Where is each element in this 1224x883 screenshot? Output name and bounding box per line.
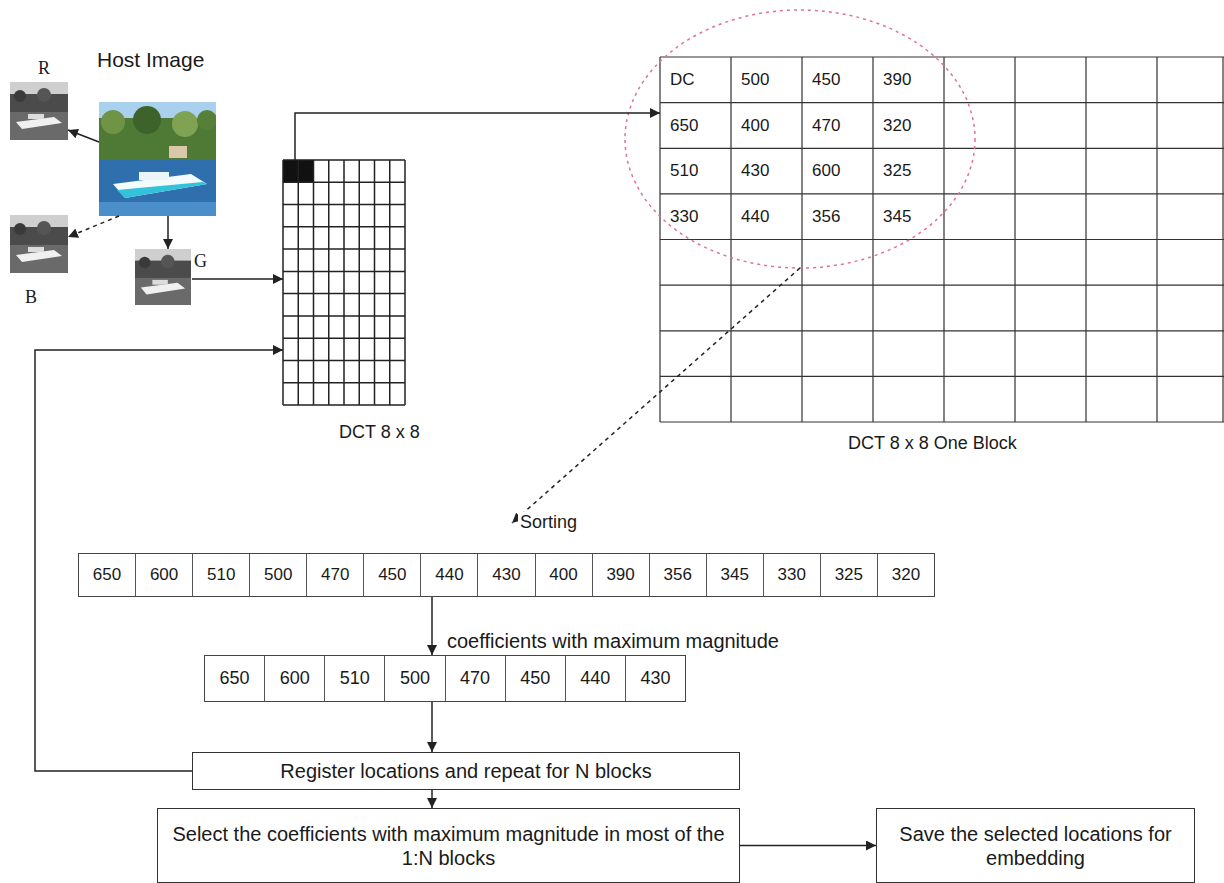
table-cell: 325 — [883, 148, 911, 194]
r-channel-photo — [10, 82, 68, 140]
connector — [68, 216, 119, 237]
process-box: Select the coefficients with maximum mag… — [157, 808, 740, 883]
table-cell: 330 — [670, 194, 698, 240]
value-cell: 330 — [763, 554, 820, 596]
value-cell: 440 — [565, 656, 625, 701]
value-cell: 650 — [79, 554, 135, 596]
node-label: G — [194, 250, 207, 272]
table-cell: 440 — [741, 194, 769, 240]
value-cell: 440 — [420, 554, 477, 596]
dct-block-table: DCT 8 x 8 One Block — [660, 57, 1224, 422]
value-cell: 325 — [820, 554, 877, 596]
table-cell: 450 — [812, 57, 840, 103]
channel-image: G — [134, 249, 192, 305]
table-cell: 500 — [741, 57, 769, 103]
node-label: B — [25, 286, 37, 308]
node-label: DCT 8 x 8 — [339, 421, 420, 443]
connector — [431, 597, 433, 655]
table-cell: 345 — [883, 194, 911, 240]
connector — [167, 216, 169, 249]
value-cell: 450 — [505, 656, 565, 701]
box-label: Register locations and repeat for N bloc… — [280, 759, 651, 783]
g-channel-photo — [135, 249, 191, 305]
edge-label: coefficients with maximum magnitude — [445, 630, 781, 652]
value-cell: 430 — [625, 656, 685, 701]
node-label: R — [38, 57, 50, 79]
selection-ellipse — [625, 10, 975, 268]
value-cell: 430 — [477, 554, 534, 596]
connector — [431, 702, 433, 752]
value-cell: 356 — [649, 554, 706, 596]
table-cell: 430 — [741, 148, 769, 194]
value-cell: 500 — [384, 656, 444, 701]
connector — [431, 790, 433, 808]
value-cell: 510 — [192, 554, 249, 596]
table-cell: DC — [670, 57, 695, 103]
value-cell: 510 — [324, 656, 384, 701]
value-cell: 470 — [445, 656, 505, 701]
box-label: Select the coefficients with maximum mag… — [168, 822, 729, 870]
table-cell: 356 — [812, 194, 840, 240]
table-cell: 390 — [883, 57, 911, 103]
max-coefficients-row: 650600510500470450440430 — [204, 655, 686, 702]
host-image: Host Image — [99, 102, 216, 216]
value-cell: 390 — [592, 554, 649, 596]
sorted-coefficients-row: 6506005105004704504404304003903563453303… — [78, 553, 935, 597]
dct-grid: DCT 8 x 8 — [283, 160, 405, 405]
b-channel-photo — [10, 215, 68, 273]
node-label: DCT 8 x 8 One Block — [848, 432, 1017, 454]
connector — [192, 278, 283, 280]
table-cell: 320 — [883, 103, 911, 149]
connector — [295, 113, 660, 160]
value-cell: 400 — [535, 554, 592, 596]
process-box: Register locations and repeat for N bloc… — [192, 752, 740, 790]
connector — [512, 268, 800, 523]
value-cell: 600 — [135, 554, 192, 596]
node-label: Host Image — [97, 47, 204, 72]
host-photo — [99, 102, 217, 216]
box-label: Save the selected locations for embeddin… — [887, 822, 1184, 870]
table-cell: 470 — [812, 103, 840, 149]
value-cell: 470 — [306, 554, 363, 596]
connector — [68, 130, 99, 142]
value-cell: 500 — [249, 554, 306, 596]
value-cell: 600 — [264, 656, 324, 701]
table-cell: 650 — [670, 103, 698, 149]
value-cell: 650 — [205, 656, 264, 701]
table-cell: 400 — [741, 103, 769, 149]
coefficient-table — [660, 57, 1224, 422]
table-cell: 600 — [812, 148, 840, 194]
channel-image: R — [10, 82, 68, 140]
output-box: Save the selected locations for embeddin… — [876, 808, 1195, 883]
block-grid — [283, 160, 405, 405]
edge-label: Sorting — [518, 512, 579, 532]
table-cell: 510 — [670, 148, 698, 194]
channel-image: B — [10, 215, 68, 273]
value-cell: 320 — [877, 554, 934, 596]
connector — [740, 845, 876, 847]
value-cell: 450 — [363, 554, 420, 596]
value-cell: 345 — [706, 554, 763, 596]
